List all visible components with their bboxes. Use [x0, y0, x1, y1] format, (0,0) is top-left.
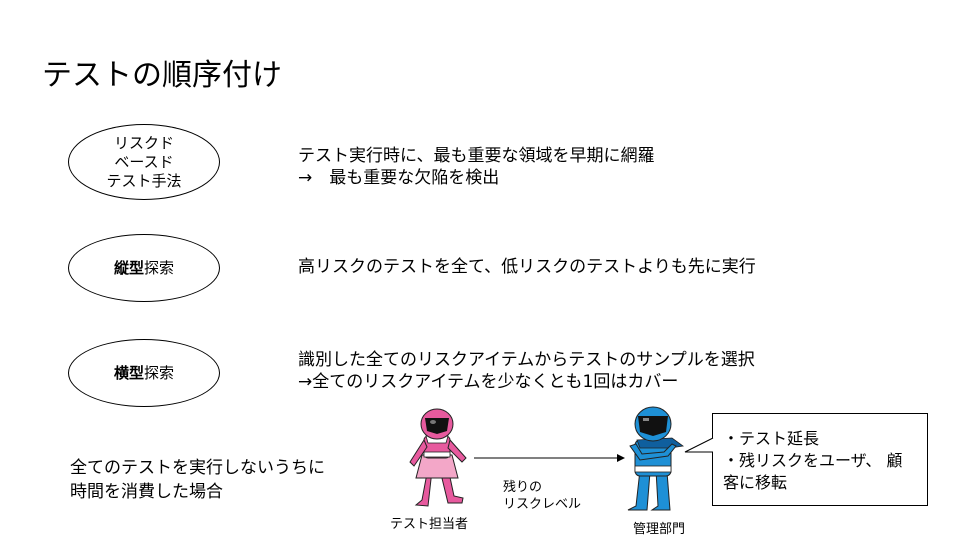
arrow-label-line: 残りの: [503, 480, 543, 495]
ellipse-text: 探索: [144, 363, 175, 382]
condition-line: 全てのテストを実行しないうちに: [70, 458, 325, 478]
condition-line: 時間を消費した場合: [70, 482, 223, 502]
breadth-first-ellipse: 横型探索: [68, 339, 220, 407]
manager-label: 管理部門: [633, 522, 686, 537]
description-line: テスト実行時に、最も重要な領域を早期に網羅: [298, 146, 655, 166]
description-line: 識別した全てのリスクアイテムからテストのサンプルを選択: [298, 350, 755, 370]
arrow-label-line: リスクレベル: [503, 497, 582, 512]
page-title: テストの順序付け: [42, 58, 282, 93]
risk-based-testing-ellipse: リスクド ベースド テスト手法: [68, 124, 220, 200]
description-line: →全てのリスクアイテムを少なくとも1回はカバー: [298, 372, 679, 392]
callout-line: 客に移転: [723, 473, 788, 492]
remaining-risk-label: 残りの リスクレベル: [503, 479, 581, 513]
risk-based-description: テスト実行時に、最も重要な領域を早期に網羅 → 最も重要な欠陥を検出: [298, 145, 655, 189]
ellipse-line: リスクド: [113, 133, 174, 152]
description-line: 高リスクのテストを全て、低リスクのテストよりも先に実行: [298, 257, 756, 277]
tester-figure-icon: [409, 408, 467, 507]
ellipse-text: 探索: [144, 258, 175, 277]
ellipse-line: テスト手法: [106, 171, 182, 190]
ellipse-bold-text: 縦型: [113, 258, 144, 277]
depth-first-ellipse: 縦型探索: [68, 234, 220, 302]
manager-action-callout: ・テスト延長 ・残リスクをユーザ、 顧 客に移転: [712, 413, 928, 506]
manager-figure-icon: [627, 406, 685, 511]
ellipse-line: ベースド: [114, 152, 174, 171]
description-line: → 最も重要な欠陥を検出: [298, 168, 500, 188]
tester-label: テスト担当者: [390, 517, 469, 532]
time-exhausted-condition: 全てのテストを実行しないうちに 時間を消費した場合: [70, 456, 325, 504]
callout-line: ・残リスクをユーザ、 顧: [723, 451, 903, 470]
ellipse-bold-text: 横型: [113, 363, 144, 382]
breadth-first-description: 識別した全てのリスクアイテムからテストのサンプルを選択 →全てのリスクアイテムを…: [298, 349, 755, 393]
callout-line: ・テスト延長: [723, 429, 820, 448]
depth-first-description: 高リスクのテストを全て、低リスクのテストよりも先に実行: [298, 256, 756, 278]
